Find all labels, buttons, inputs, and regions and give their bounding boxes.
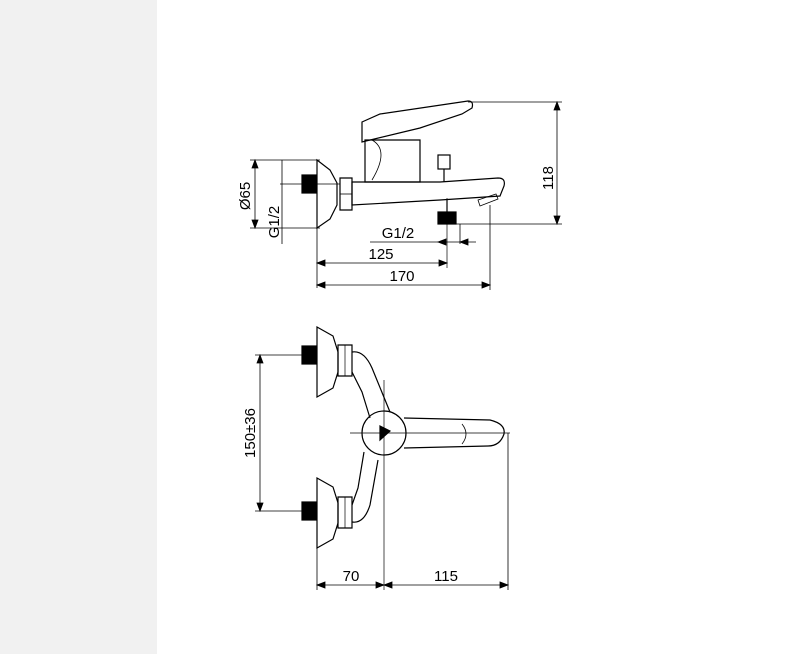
dim-118-arrow-bottom — [553, 215, 561, 226]
dim-dia-arrow-bottom — [251, 219, 259, 230]
front-body — [351, 177, 505, 206]
front-column-curve — [371, 139, 382, 181]
top-upper-arm — [351, 351, 391, 413]
dim-dia-arrow-top — [251, 158, 259, 169]
front-wall-flange — [316, 158, 338, 230]
label-150-36: 150±36 — [242, 408, 259, 458]
dim-g12-outlet-arrow — [436, 238, 447, 246]
top-upper-flange — [316, 325, 339, 399]
dim-115-arrow-right — [499, 581, 510, 589]
top-upper-nut — [337, 344, 353, 377]
dimension-labels: 118 Ø65 G1/2 G1/2 125 170 150±36 70 115 — [237, 166, 557, 585]
dim-125-arrow-right — [438, 259, 449, 267]
top-upper-arm-inner — [351, 371, 371, 419]
dim-170-arrow-right — [481, 281, 492, 289]
dim-spacing-arrow-bottom — [256, 502, 264, 513]
top-lower-flange — [316, 476, 339, 550]
label-125: 125 — [368, 246, 393, 263]
label-115: 115 — [434, 568, 458, 585]
dim-170-arrow-left — [315, 281, 326, 289]
top-dimensions — [255, 353, 510, 590]
left-margin-band — [0, 0, 157, 654]
front-spout-tip — [477, 193, 499, 207]
dim-70-arrow-right — [375, 581, 386, 589]
dim-125-arrow-left — [315, 259, 326, 267]
dim-70-arrow-left — [315, 581, 326, 589]
top-lower-nut — [337, 496, 353, 529]
front-hex-nut — [339, 177, 353, 211]
front-diverter-knob — [437, 154, 451, 170]
label-g12-left: G1/2 — [266, 206, 283, 239]
label-dia65: Ø65 — [237, 182, 254, 210]
dim-115-arrow-left — [382, 581, 393, 589]
dim-g12-outlet-arrow2 — [458, 238, 469, 246]
top-lever-inner — [461, 423, 467, 445]
front-lever-handle — [361, 100, 474, 143]
top-lower-arm-inner — [351, 451, 365, 506]
dim-118-arrow-top — [553, 100, 561, 111]
label-g12-outlet: G1/2 — [382, 225, 415, 242]
front-dimensions — [250, 100, 562, 290]
front-view — [280, 100, 505, 268]
label-118: 118 — [540, 166, 557, 190]
front-column — [364, 139, 421, 183]
label-170: 170 — [389, 268, 414, 285]
top-lever — [403, 417, 505, 449]
top-lower-arm — [351, 459, 379, 523]
top-view — [301, 325, 510, 590]
dim-spacing-arrow-top — [256, 353, 264, 364]
label-70: 70 — [343, 568, 360, 585]
